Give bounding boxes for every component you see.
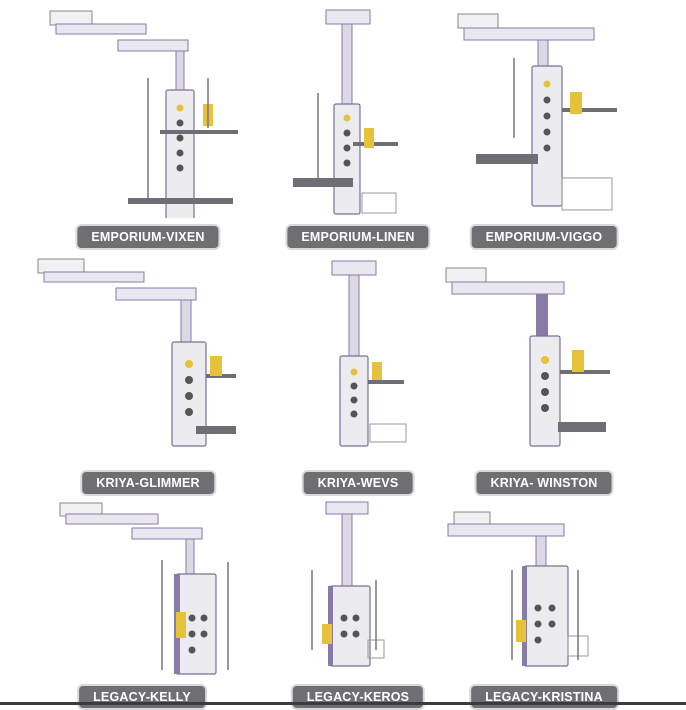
product-label: EMPORIUM-VIXEN xyxy=(77,226,219,248)
ceiling-arm xyxy=(447,511,565,571)
pendant-image xyxy=(49,10,238,218)
ceiling-arm xyxy=(59,502,203,576)
pendant-body xyxy=(128,78,238,218)
pendant-image xyxy=(293,9,398,215)
ceiling-arm xyxy=(37,258,197,343)
pendant-body xyxy=(293,93,398,215)
ceiling-arm xyxy=(445,267,565,338)
ceiling-column xyxy=(325,501,369,587)
pendant-image xyxy=(457,13,617,211)
ceiling-arm xyxy=(457,13,595,71)
ceiling-column xyxy=(331,260,377,360)
pendant-body xyxy=(161,560,229,675)
pendant-image xyxy=(311,501,385,667)
product-label: KRIYA-GLIMMER xyxy=(82,472,214,494)
product-label: KRIYA-WEVS xyxy=(303,472,413,494)
bottom-divider xyxy=(0,702,686,705)
pendant-body xyxy=(311,570,385,667)
pendant-body xyxy=(339,355,407,447)
pendant-image xyxy=(445,267,610,447)
product-label: KRIYA- WINSTON xyxy=(476,472,612,494)
pendant-image xyxy=(331,260,407,447)
pendant-body xyxy=(171,341,236,447)
product-label: EMPORIUM-VIGGO xyxy=(471,226,617,248)
pendant-body xyxy=(511,565,589,667)
pendant-image xyxy=(37,258,236,447)
ceiling-arm xyxy=(49,10,189,92)
pendant-body xyxy=(529,335,610,447)
pendant-image xyxy=(59,502,229,675)
pendant-body xyxy=(476,58,617,211)
product-label: EMPORIUM-LINEN xyxy=(287,226,429,248)
pendant-image xyxy=(447,511,589,667)
ceiling-column xyxy=(325,9,371,105)
